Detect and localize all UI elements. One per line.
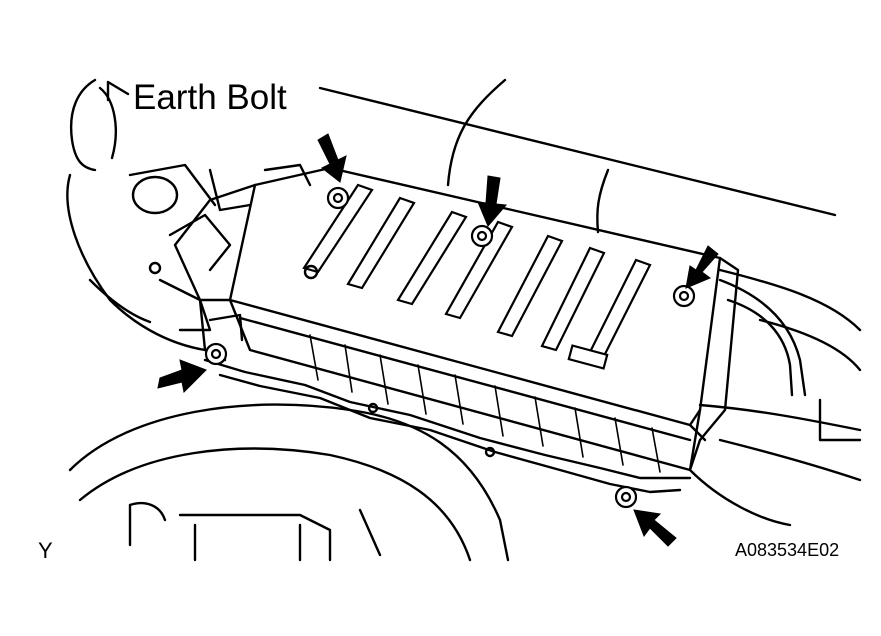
arrow-top-center: [477, 175, 508, 227]
left-body-bracket: [66, 78, 232, 352]
arrow-top-left: [317, 133, 347, 183]
pointer-arrows: [157, 133, 719, 547]
earth-bolts: [204, 186, 696, 509]
corner-letter: Y: [38, 538, 53, 563]
bolt-left-front: [204, 342, 228, 366]
vehicle-body-lines: [318, 78, 862, 527]
bolt-right: [672, 284, 696, 308]
hv-battery-pack: [173, 163, 807, 473]
wheel-arch: [68, 403, 510, 562]
battery-tray: [203, 358, 692, 494]
front-ribs: [309, 334, 661, 473]
arrow-right: [685, 245, 719, 289]
bolt-top-left: [326, 186, 350, 210]
figure-code: A083534E02: [735, 540, 840, 560]
bolt-top-center: [470, 224, 494, 248]
callout-leader: [106, 80, 130, 102]
top-ribs: [302, 183, 652, 370]
arrow-bottom-right: [633, 509, 677, 547]
bolt-bottom-right: [614, 485, 638, 509]
arrow-left-front: [157, 359, 207, 394]
earth-bolt-callout: Earth Bolt: [133, 78, 287, 117]
